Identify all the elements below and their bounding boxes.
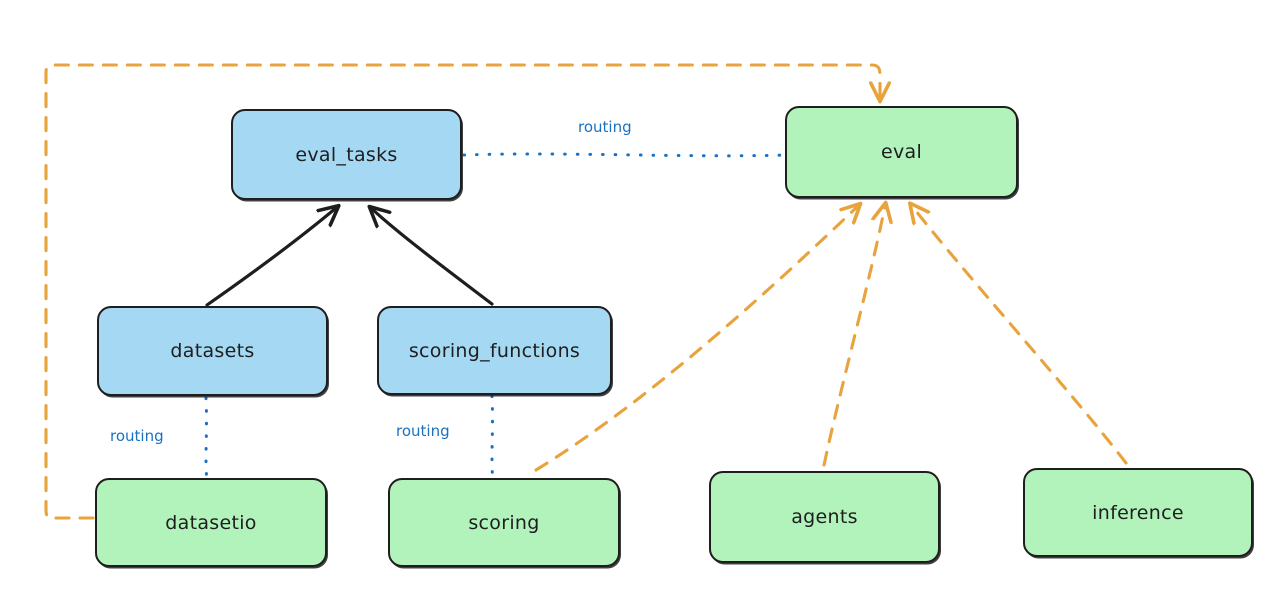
node-datasetio[interactable]: datasetio [95,478,327,567]
node-label: datasets [170,340,255,362]
node-label: inference [1092,501,1184,524]
node-label: eval [880,141,923,163]
edge-datasets-to-datasetio [204,396,208,478]
edge-inference-to-eval [912,206,1128,465]
node-scoring-functions[interactable]: scoring_functions [377,306,612,395]
node-eval-tasks[interactable]: eval_tasks [231,109,462,200]
node-label: scoring_functions [408,339,581,362]
edge-scoring_functions-to-scoring [490,394,494,478]
edge-eval_tasks-to-eval [462,152,788,158]
edge-datasets-to-eval_tasks [205,208,336,307]
node-eval[interactable]: eval [785,106,1018,198]
node-inference[interactable]: inference [1023,468,1253,557]
edge-datasetio-to-eval [44,63,880,520]
node-datasets[interactable]: datasets [97,306,328,396]
node-scoring[interactable]: scoring [388,478,620,567]
edge-label-routing-scoring-functions-scoring: routing [396,422,450,440]
edge-agents-to-eval [822,206,885,467]
edge-label-routing-eval-tasks-eval: routing [578,118,632,136]
edge-scoring_functions-to-eval_tasks [372,209,494,306]
node-label: datasetio [165,511,257,534]
edge-label-routing-datasets-datasetio: routing [110,427,164,445]
node-label: agents [791,506,858,528]
node-label: scoring [468,511,540,534]
node-agents[interactable]: agents [709,471,940,563]
node-label: eval_tasks [295,143,398,166]
